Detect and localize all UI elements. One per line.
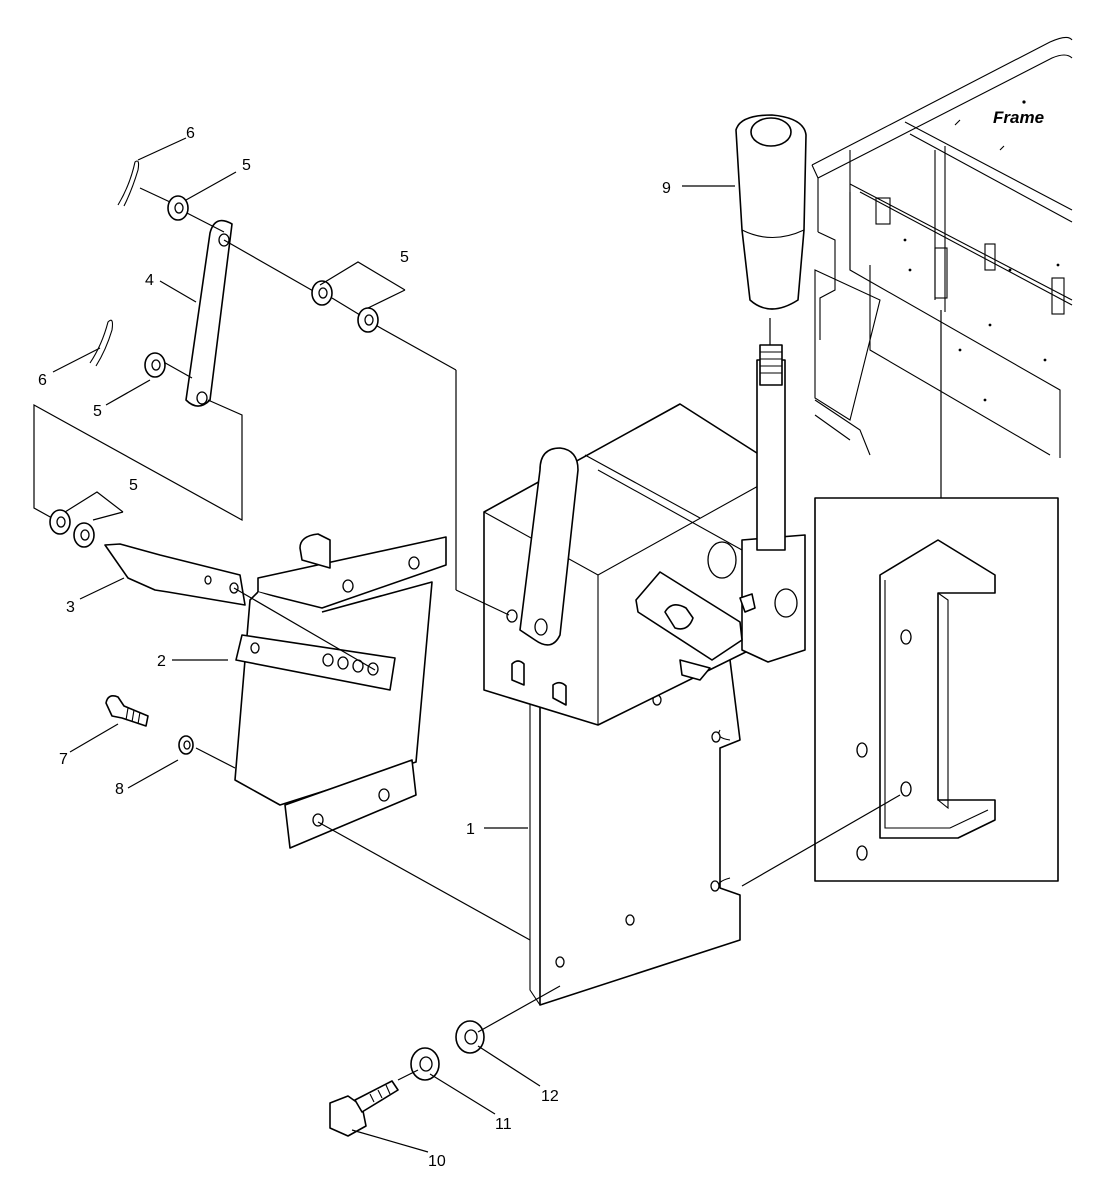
bolt	[329, 985, 561, 1137]
link	[33, 211, 316, 522]
detail-inset	[741, 497, 1059, 887]
callout-9: 9	[662, 180, 671, 197]
callout-4: 4	[145, 272, 154, 289]
callout-8: 8	[115, 781, 124, 798]
callout-2: 2	[157, 653, 166, 670]
screw	[105, 695, 149, 727]
pin	[104, 543, 376, 671]
callout-7: 7	[59, 751, 68, 768]
callout-5c: 5	[93, 403, 102, 420]
callouts: 1 2 3 4 5 5 5 5 6 6 7 8 9 10 11 12	[38, 125, 671, 1170]
frame-assembly: Frame	[811, 36, 1073, 498]
leader-lines	[52, 137, 735, 1153]
callout-3: 3	[66, 599, 75, 616]
callout-6b: 6	[38, 372, 47, 389]
shift-lever	[735, 114, 807, 551]
callout-5b: 5	[400, 249, 409, 266]
frame-label: Frame	[993, 108, 1044, 127]
callout-12: 12	[541, 1088, 559, 1105]
washers	[49, 187, 379, 755]
cotter-pins	[89, 160, 140, 367]
control-box	[369, 321, 806, 726]
side-bracket	[195, 533, 531, 941]
callout-5d: 5	[129, 477, 138, 494]
callout-11: 11	[495, 1116, 512, 1133]
callout-1: 1	[466, 821, 475, 838]
callout-6a: 6	[186, 125, 195, 142]
main-plate	[529, 659, 741, 1006]
callout-5a: 5	[242, 157, 251, 174]
callout-10: 10	[428, 1153, 446, 1170]
